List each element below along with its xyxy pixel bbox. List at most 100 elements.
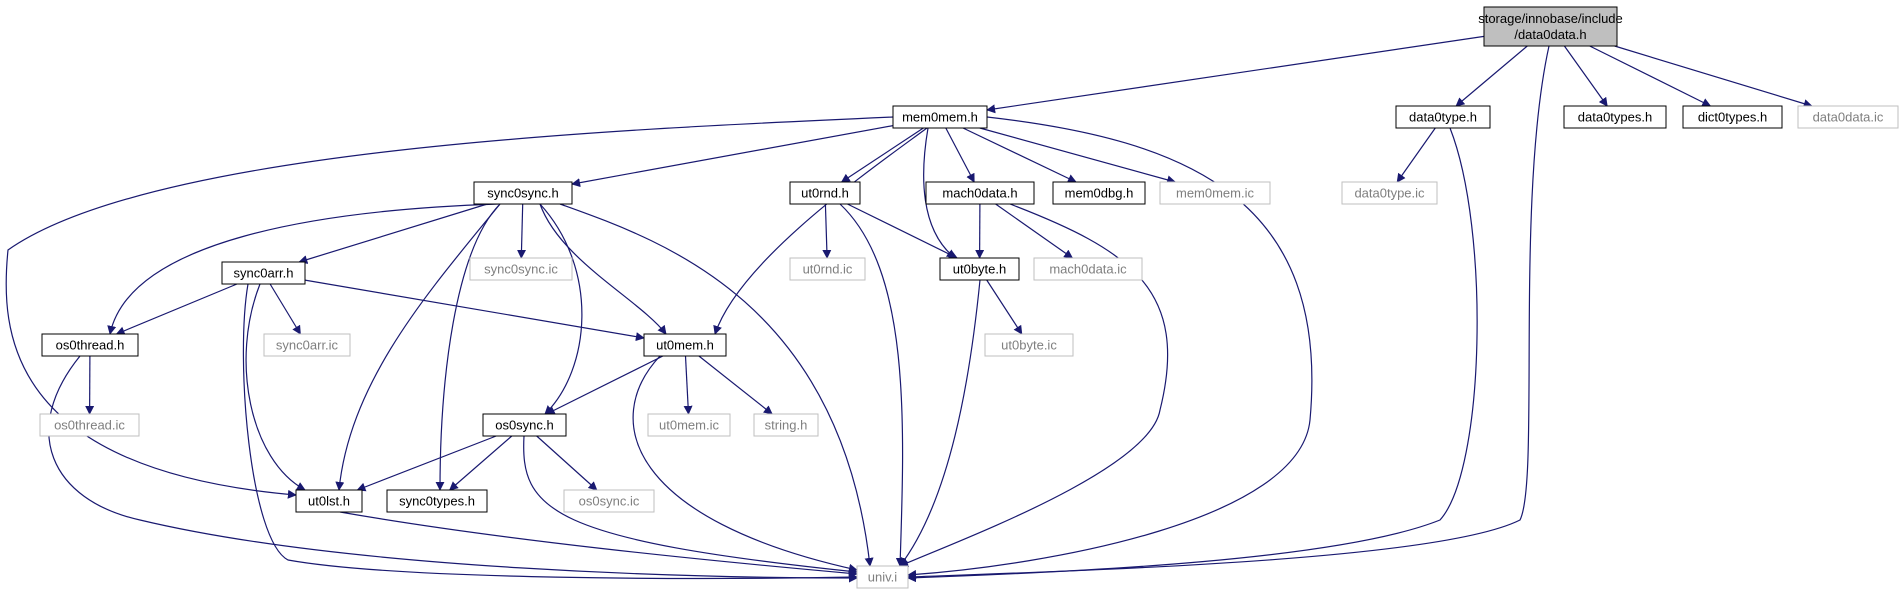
edge-sync0arr-h-to-univ-i xyxy=(242,283,858,582)
node-label: mem0dbg.h xyxy=(1065,186,1134,201)
node-box xyxy=(563,489,655,513)
node-box xyxy=(41,333,139,357)
node-box xyxy=(643,333,727,357)
node-box xyxy=(263,333,351,357)
node-os0sync-h[interactable]: os0sync.h xyxy=(482,413,567,437)
node-box xyxy=(469,257,573,281)
edge-ut0lst-h-to-univ-i xyxy=(339,511,858,578)
node-box xyxy=(939,257,1020,281)
node-label: ut0lst.h xyxy=(308,494,350,509)
node-label: mem0mem.ic xyxy=(1176,186,1255,201)
node-sync0sync-ic: sync0sync.ic xyxy=(469,257,573,281)
edge-os0sync-h-to-univ-i xyxy=(523,435,858,576)
edge-data0data-h-to-data0data-ic xyxy=(1614,45,1813,108)
edge-ut0mem-h-to-ut0mem-ic xyxy=(683,355,693,415)
node-label: ut0mem.h xyxy=(656,338,714,353)
node-data0data-ic: data0data.ic xyxy=(1797,105,1899,129)
edge-ut0rnd-h-to-ut0rnd-ic xyxy=(822,203,832,259)
node-box xyxy=(789,257,866,281)
node-label: sync0types.h xyxy=(399,494,475,509)
node-label: mem0mem.h xyxy=(902,110,978,125)
node-ut0rnd-ic: ut0rnd.ic xyxy=(789,257,866,281)
node-label: sync0arr.ic xyxy=(276,338,339,353)
edge-sync0arr-h-to-os0thread-h xyxy=(115,283,238,336)
node-univ-i: univ.i xyxy=(856,565,909,589)
edge-sync0sync-h-to-sync0arr-h xyxy=(298,203,488,264)
edge-ut0mem-h-to-string-h xyxy=(698,355,773,415)
node-box xyxy=(753,413,819,437)
edge-sync0sync-h-to-ut0mem-h xyxy=(539,203,667,335)
node-ut0lst-h[interactable]: ut0lst.h xyxy=(295,489,363,513)
node-box xyxy=(1395,105,1491,129)
node-ut0mem-h[interactable]: ut0mem.h xyxy=(643,333,727,357)
edge-mem0mem-h-to-mem0dbg-h xyxy=(962,127,1077,183)
node-dict0types-h[interactable]: dict0types.h xyxy=(1682,105,1783,129)
edge-ut0byte-h-to-ut0byte-ic xyxy=(986,279,1023,335)
node-label: ut0rnd.h xyxy=(801,186,849,201)
node-label: os0sync.ic xyxy=(579,494,640,509)
node-box xyxy=(386,489,488,513)
node-label: string.h xyxy=(765,418,808,433)
nodes-layer: storage/innobase/include/data0data.h mem0… xyxy=(39,6,1899,589)
node-ut0byte-h[interactable]: ut0byte.h xyxy=(939,257,1020,281)
node-label: data0type.ic xyxy=(1354,186,1425,201)
node-box xyxy=(1563,105,1667,129)
node-box xyxy=(482,413,567,437)
edge-mach0data-h-to-mach0data-ic xyxy=(995,203,1074,259)
edge-ut0mem-h-to-os0sync-h xyxy=(545,355,664,415)
node-box xyxy=(892,105,988,129)
node-ut0byte-ic: ut0byte.ic xyxy=(984,333,1074,357)
node-label: dict0types.h xyxy=(1698,110,1767,125)
node-label: sync0arr.h xyxy=(234,266,294,281)
node-label: sync0sync.h xyxy=(487,186,559,201)
node-mach0data-ic: mach0data.ic xyxy=(1033,257,1143,281)
edge-data0type-h-to-univ-i xyxy=(907,127,1478,583)
edge-mem0mem-h-to-mach0data-h xyxy=(945,127,975,183)
node-label: /data0data.h xyxy=(1514,27,1586,42)
edge-sync0sync-h-to-os0sync-h xyxy=(539,203,583,415)
node-mem0mem-ic: mem0mem.ic xyxy=(1159,181,1271,205)
edge-ut0rnd-h-to-ut0byte-h xyxy=(847,203,958,259)
node-label: ut0rnd.ic xyxy=(803,262,853,277)
node-data0type-h[interactable]: data0type.h xyxy=(1395,105,1491,129)
node-sync0types-h[interactable]: sync0types.h xyxy=(386,489,488,513)
edge-sync0arr-h-to-sync0arr-ic xyxy=(269,283,301,335)
node-box xyxy=(647,413,731,437)
node-box xyxy=(1797,105,1899,129)
edge-mem0mem-h-to-ut0mem-h xyxy=(713,127,928,335)
edge-ut0mem-h-to-univ-i xyxy=(632,355,858,573)
edge-mem0mem-h-to-ut0lst-h xyxy=(5,116,894,499)
node-os0thread-h[interactable]: os0thread.h xyxy=(41,333,139,357)
node-box xyxy=(473,181,573,205)
node-box xyxy=(221,261,306,285)
edge-sync0sync-h-to-univ-i xyxy=(559,203,874,567)
node-label: data0types.h xyxy=(1578,110,1652,125)
node-ut0rnd-h[interactable]: ut0rnd.h xyxy=(789,181,861,205)
node-data0type-ic: data0type.ic xyxy=(1341,181,1438,205)
node-label: mach0data.ic xyxy=(1049,262,1127,277)
node-mach0data-h[interactable]: mach0data.h xyxy=(925,181,1035,205)
node-box xyxy=(856,565,909,589)
node-box xyxy=(789,181,861,205)
node-data0types-h[interactable]: data0types.h xyxy=(1563,105,1667,129)
node-box xyxy=(1052,181,1146,205)
node-sync0sync-h[interactable]: sync0sync.h xyxy=(473,181,573,205)
edge-data0data-h-to-dict0types-h xyxy=(1589,45,1712,107)
node-box xyxy=(1682,105,1783,129)
edge-mem0mem-h-to-sync0sync-h xyxy=(571,125,894,188)
node-sync0arr-h[interactable]: sync0arr.h xyxy=(221,261,306,285)
edge-mem0mem-h-to-ut0rnd-h xyxy=(840,127,924,183)
node-mem0mem-h[interactable]: mem0mem.h xyxy=(892,105,988,129)
node-mem0dbg-h[interactable]: mem0dbg.h xyxy=(1052,181,1146,205)
edge-data0data-h-to-data0type-h xyxy=(1455,45,1528,107)
node-box xyxy=(1033,257,1143,281)
node-os0thread-ic: os0thread.ic xyxy=(39,413,140,437)
node-box xyxy=(925,181,1035,205)
node-label: univ.i xyxy=(868,570,897,585)
node-data0data-h[interactable]: storage/innobase/include/data0data.h xyxy=(1478,6,1623,47)
edge-mem0mem-h-to-univ-i xyxy=(907,116,1313,579)
edge-data0data-h-to-data0types-h xyxy=(1563,45,1608,107)
node-label: mach0data.h xyxy=(942,186,1017,201)
node-label: ut0byte.ic xyxy=(1001,338,1057,353)
